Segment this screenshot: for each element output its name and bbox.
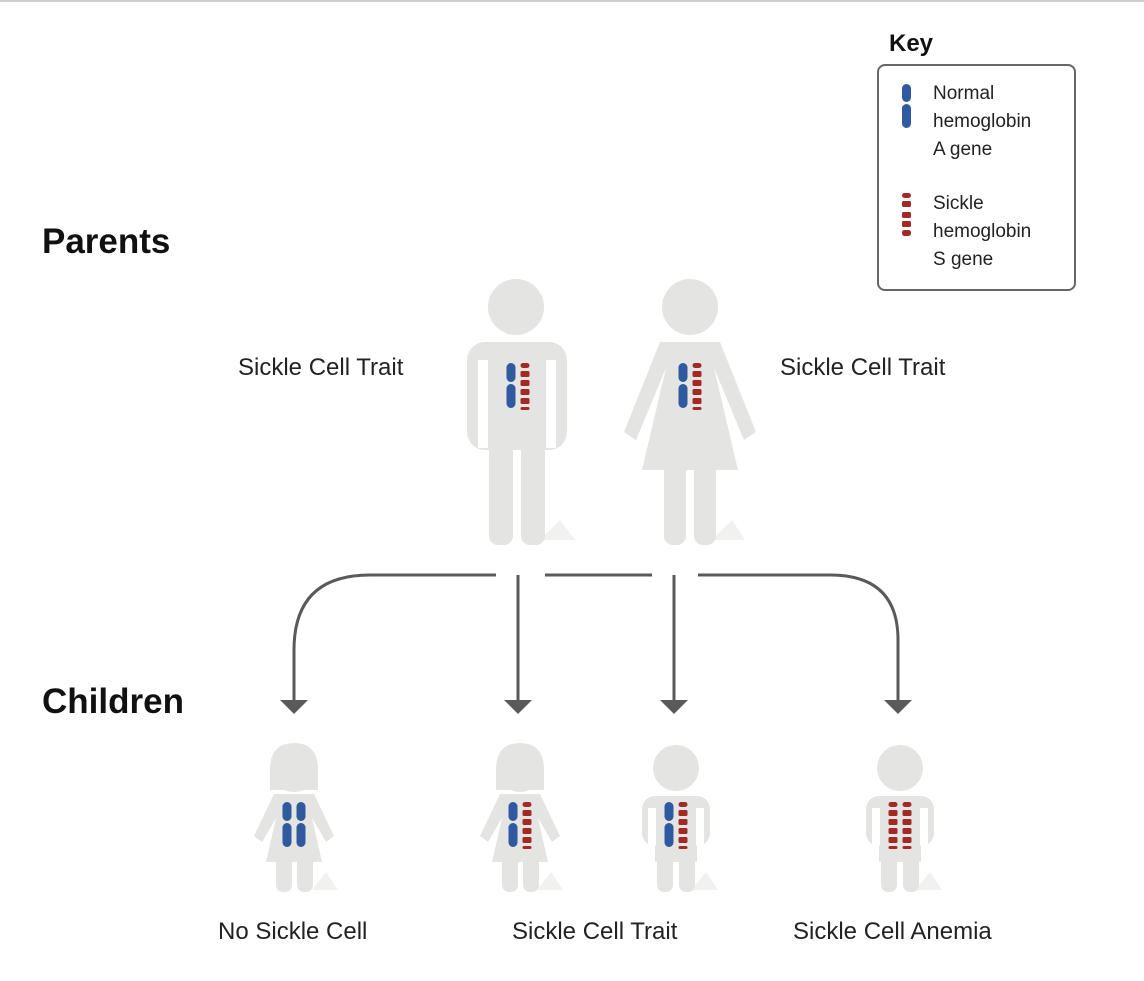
sickle-gene-line2: hemoglobin — [933, 221, 1032, 242]
child-3-figure — [642, 745, 718, 892]
child-anemia-label: Sickle Cell Anemia — [793, 918, 992, 945]
children-heading: Children — [42, 682, 184, 721]
arrowhead-4 — [884, 700, 912, 714]
inheritance-arrows — [292, 573, 900, 700]
father-normal-gene — [506, 363, 516, 408]
mother-normal-gene — [678, 363, 688, 408]
sickle-gene-icon — [902, 193, 911, 236]
arrowheads — [280, 700, 912, 714]
arrowhead-1 — [280, 700, 308, 714]
parents-heading: Parents — [42, 222, 171, 261]
child-1-normal-gene-a — [282, 802, 292, 847]
child-2-normal-gene — [508, 802, 518, 847]
sickle-gene-line3: S gene — [933, 249, 994, 270]
normal-gene-line1: Normal — [933, 83, 995, 104]
arrowhead-3 — [660, 700, 688, 714]
top-border — [0, 0, 1144, 2]
key-legend: Normal hemoglobin A gene Sickle hemoglob… — [877, 64, 1076, 291]
father-figure — [467, 279, 575, 545]
arrow-to-child-1 — [292, 573, 496, 700]
sickle-gene-legend-text: Sickle hemoglobin S gene — [933, 190, 1073, 274]
normal-gene-icon — [902, 84, 911, 128]
key-title: Key — [889, 30, 934, 57]
child-4-figure — [866, 745, 942, 892]
arrow-to-child-4 — [698, 573, 900, 700]
normal-gene-legend-text: Normal hemoglobin A gene — [933, 80, 1073, 164]
mother-figure — [624, 279, 756, 545]
sickle-gene-line1: Sickle — [933, 193, 984, 214]
child-3-normal-gene — [664, 802, 674, 847]
child-no-sickle-label: No Sickle Cell — [218, 918, 368, 945]
child-1-normal-gene-b — [296, 802, 306, 847]
child-2-figure — [480, 743, 563, 892]
arrowhead-2 — [504, 700, 532, 714]
normal-gene-line2: hemoglobin — [933, 111, 1032, 132]
mother-label: Sickle Cell Trait — [780, 354, 946, 381]
child-trait-label: Sickle Cell Trait — [512, 918, 678, 945]
child-1-figure — [254, 743, 338, 892]
father-label: Sickle Cell Trait — [238, 354, 404, 381]
normal-gene-line3: A gene — [933, 139, 993, 160]
